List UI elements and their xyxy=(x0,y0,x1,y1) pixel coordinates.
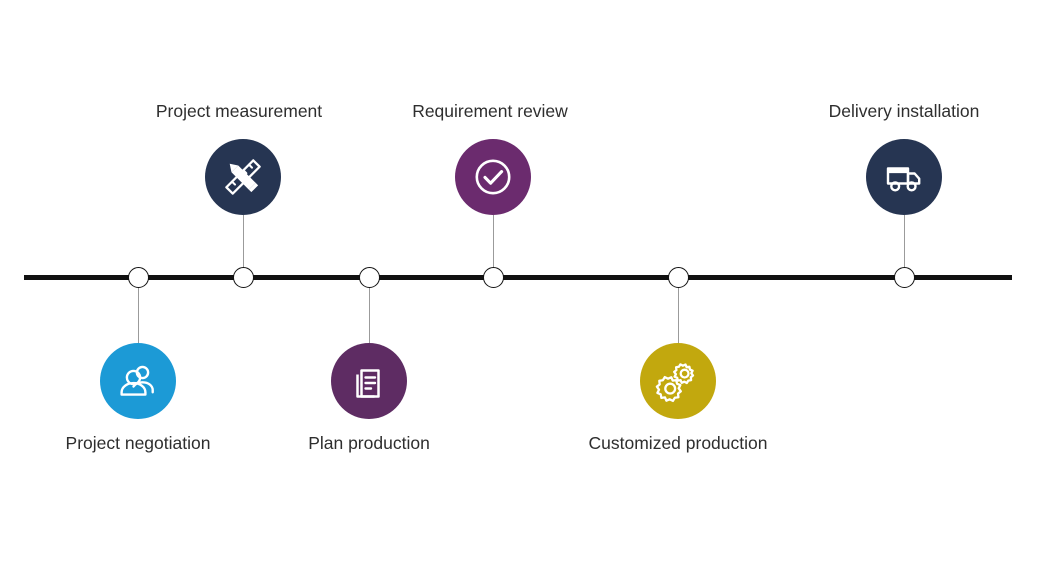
timeline-axis xyxy=(24,275,1012,280)
step-icon-bubble-requirement-review[interactable] xyxy=(455,139,531,215)
timeline-node-6[interactable] xyxy=(893,266,915,288)
ruler-pencil-icon xyxy=(220,154,266,200)
connector-step-1 xyxy=(137,280,139,345)
timeline-node-1[interactable] xyxy=(127,266,149,288)
connector-step-3 xyxy=(368,280,370,345)
connector-step-4 xyxy=(492,215,494,277)
step-caption-delivery-installation: Delivery installation xyxy=(828,101,980,121)
timeline-node-5[interactable] xyxy=(667,266,689,288)
check-circle-icon xyxy=(470,154,516,200)
truck-icon xyxy=(882,155,926,199)
step-caption-plan-production: Plan production xyxy=(308,433,430,453)
timeline-node-3[interactable] xyxy=(358,266,380,288)
connector-step-2 xyxy=(242,215,244,277)
step-icon-bubble-plan-production[interactable] xyxy=(331,343,407,419)
timeline-node-4[interactable] xyxy=(482,266,504,288)
connector-step-6 xyxy=(903,215,905,277)
step-icon-bubble-customized-production[interactable] xyxy=(640,343,716,419)
users-icon xyxy=(116,359,160,403)
gears-icon xyxy=(655,358,701,404)
step-icon-bubble-project-negotiation[interactable] xyxy=(100,343,176,419)
step-caption-customized-production: Customized production xyxy=(588,433,768,453)
step-caption-project-negotiation: Project negotiation xyxy=(65,433,211,453)
documents-icon xyxy=(348,360,390,402)
step-icon-bubble-project-measurement[interactable] xyxy=(205,139,281,215)
step-caption-project-measurement: Project measurement xyxy=(155,101,323,121)
connector-step-5 xyxy=(677,280,679,345)
step-caption-requirement-review: Requirement review xyxy=(412,101,568,121)
step-icon-bubble-delivery-installation[interactable] xyxy=(866,139,942,215)
timeline-node-2[interactable] xyxy=(232,266,254,288)
